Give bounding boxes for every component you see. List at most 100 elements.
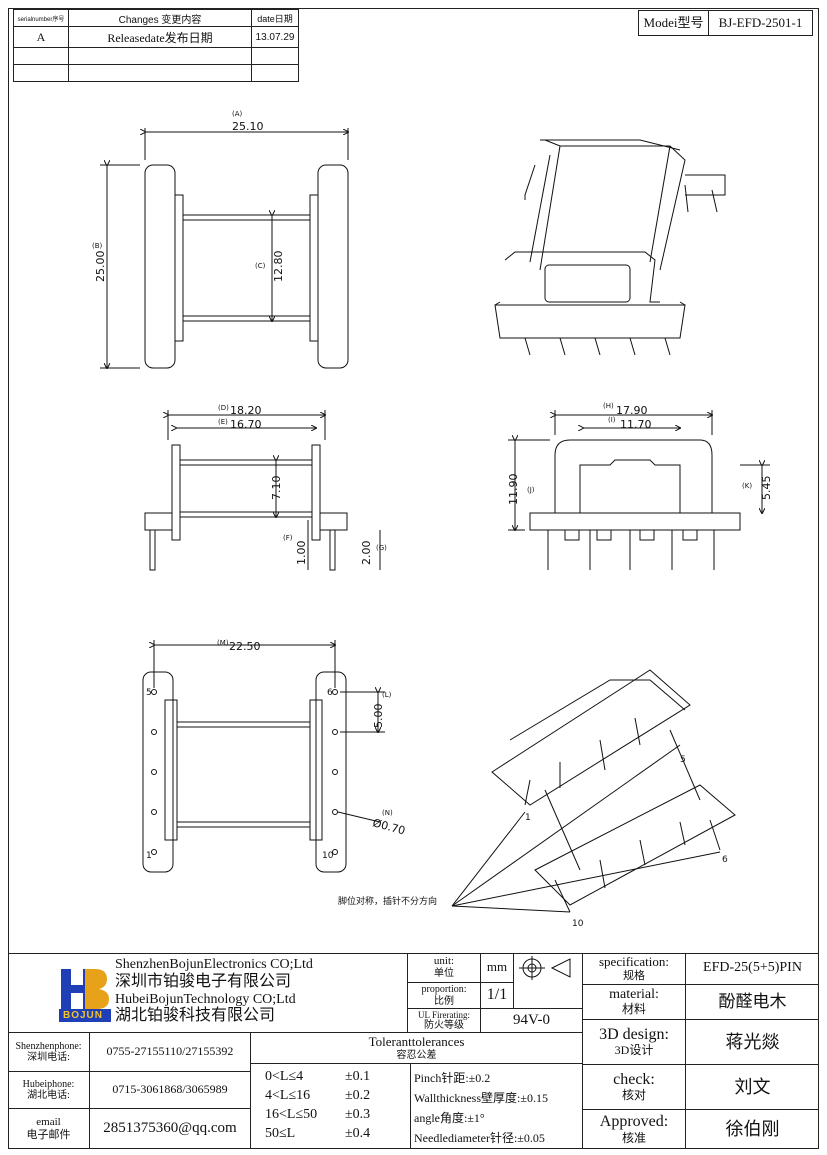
dim-j-value: 11.90 <box>507 474 520 506</box>
dim-d-value: 18.20 <box>230 404 262 417</box>
projection-symbol <box>513 953 583 1009</box>
unit-label: unit: 单位 <box>407 953 481 983</box>
dim-a-tag: (A) <box>232 110 243 118</box>
dim-b-tag: (B) <box>92 242 103 250</box>
approved-label-en: Approved: <box>599 1113 669 1131</box>
tolerance-title: Toleranttolerances 容忍公差 <box>250 1032 583 1064</box>
proportion-value: 1/1 <box>480 982 514 1009</box>
unit-label-en: unit: <box>433 955 455 968</box>
unit-value: mm <box>480 953 514 983</box>
pin-label-6: 6 <box>327 688 333 698</box>
contact-email-label: email 电子邮件 <box>8 1108 90 1149</box>
pin-label-5: 5 <box>146 688 152 698</box>
iso-view-bottom <box>451 669 736 913</box>
dim-c-value: 12.80 <box>272 251 285 283</box>
contact-hb-label: Hubeiphone: 湖北电话: <box>8 1071 90 1109</box>
design-label-en: 3D design: <box>599 1025 669 1043</box>
dim-d-tag: (D) <box>218 404 229 412</box>
tol-other-0: Pinch针距:±0.2 <box>414 1071 491 1085</box>
contact-email-value: 2851375360@qq.com <box>89 1108 251 1149</box>
ul-label-en: UL Firerating: <box>418 1009 470 1020</box>
tol-value-1: ±0.2 <box>345 1088 371 1103</box>
dim-h-value: 17.90 <box>616 404 648 417</box>
company-line-2: 深圳市铂骏电子有限公司 <box>115 973 292 990</box>
tol-other-2: angle角度:±1° <box>414 1111 485 1125</box>
logo-text: BOJUN <box>63 1010 104 1021</box>
dim-i-value: 11.70 <box>620 418 652 431</box>
dim-e-tag: (E) <box>218 418 228 426</box>
check-label-cn: 核对 <box>621 1088 646 1103</box>
spec-value: EFD-25(5+5)PIN <box>685 953 819 985</box>
spec-label-cn: 规格 <box>623 969 645 982</box>
proportion-label: proportion: 比例 <box>407 982 481 1009</box>
check-label-en: check: <box>613 1070 655 1088</box>
material-label-en: material: <box>609 987 659 1003</box>
contact-hb-label-en: Hubeiphone: <box>22 1078 75 1090</box>
tol-range-0: 0<L≤4 <box>265 1069 304 1084</box>
tol-range-3: 50≤L <box>265 1126 296 1141</box>
technical-drawing: (A) 25.10 (B) 25.00 (C) 12.80 (D) 18.20 … <box>92 110 773 929</box>
design-value: 蒋光燚 <box>685 1019 819 1065</box>
spec-label: specification: 规格 <box>582 953 686 985</box>
tol-range-1: 4<L≤16 <box>265 1088 311 1103</box>
bottom-view <box>142 640 385 873</box>
tolerance-title-cn: 容忍公差 <box>396 1049 437 1061</box>
unit-label-cn: 单位 <box>434 968 454 980</box>
check-label: check: 核对 <box>582 1064 686 1110</box>
projection-icon <box>519 956 571 980</box>
contact-email-label-en: email <box>36 1116 61 1129</box>
dim-e-value: 16.70 <box>230 418 262 431</box>
dim-c-tag: (C) <box>255 262 266 270</box>
company-block: BOJUN ShenzhenBojunElectronics CO;Ltd 深圳… <box>8 953 408 1033</box>
iso-view-top <box>494 139 726 356</box>
tol-value-3: ±0.4 <box>345 1126 371 1141</box>
top-view <box>100 128 348 368</box>
dim-n-value: Ø0.70 <box>371 816 406 837</box>
design-label: 3D design: 3D设计 <box>582 1019 686 1065</box>
material-label: material: 材料 <box>582 984 686 1020</box>
dim-j-tag: (J) <box>527 486 535 494</box>
contact-sz-value: 0755-27155110/27155392 <box>89 1032 251 1072</box>
pin-label-10: 10 <box>322 851 334 861</box>
tol-other-3: Needlediameter针径:±0.05 <box>414 1131 545 1145</box>
dim-i-tag: (I) <box>608 416 616 424</box>
ul-label-cn: 防火等级 <box>424 1019 464 1031</box>
ul-label: UL Firerating: 防火等级 <box>407 1008 481 1033</box>
tol-range-2: 16<L≤50 <box>265 1107 318 1122</box>
check-value: 刘文 <box>685 1064 819 1110</box>
tol-value-2: ±0.3 <box>345 1107 371 1122</box>
approved-label: Approved: 核准 <box>582 1109 686 1149</box>
dim-k-tag: (K) <box>742 482 752 490</box>
proportion-label-cn: 比例 <box>434 995 454 1007</box>
dim-m-value: 22.50 <box>229 640 261 653</box>
iso-pin-label-1: 1 <box>525 813 531 823</box>
contact-sz-label: Shenzhenphone: 深圳电话: <box>8 1032 90 1072</box>
iso-pin-label-6: 6 <box>722 855 728 865</box>
approved-value: 徐伯刚 <box>685 1109 819 1149</box>
design-label-cn: 3D设计 <box>614 1043 654 1058</box>
revision-table: serialnumber序号 Changes 变更内容 date日期 A Rel… <box>13 9 299 82</box>
dim-m-tag: (M) <box>217 639 229 647</box>
dim-g-tag: (G) <box>376 544 387 552</box>
drawing-frame <box>8 8 819 1149</box>
tol-value-0: ±0.1 <box>345 1069 371 1084</box>
dim-h-tag: (H) <box>603 402 614 410</box>
contact-hb-value: 0715-3061868/3065989 <box>89 1071 251 1109</box>
side-view <box>144 410 381 571</box>
contact-sz-label-cn: 深圳电话: <box>27 1052 70 1063</box>
approved-label-cn: 核准 <box>621 1130 646 1145</box>
contact-sz-label-en: Shenzhenphone: <box>15 1040 82 1052</box>
pin-note: 脚位对称，插针不分方向 <box>338 895 437 907</box>
dim-f-value: 1.00 <box>295 541 308 566</box>
dim-n-tag: (N) <box>382 809 393 817</box>
front-view <box>508 410 770 570</box>
bojun-logo-icon <box>59 969 111 1022</box>
rev-cell <box>251 64 299 82</box>
company-line-1: ShenzhenBojunElectronics CO;Ltd <box>115 957 313 972</box>
dim-side-h: 7.10 <box>270 476 283 501</box>
dim-k-value: 5.45 <box>760 476 773 501</box>
dim-l-tag: (L) <box>382 691 392 699</box>
spec-label-en: specification: <box>598 953 670 969</box>
material-label-cn: 材料 <box>621 1002 646 1017</box>
dim-b-value: 25.00 <box>94 251 107 283</box>
